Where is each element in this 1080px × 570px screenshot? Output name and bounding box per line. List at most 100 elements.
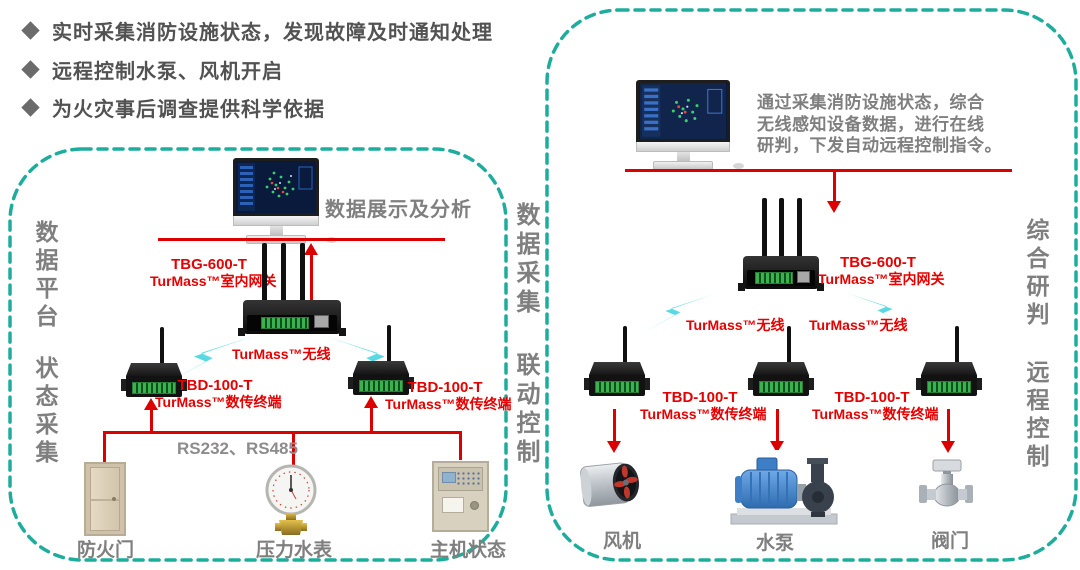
bullet-text-3: 为火灾事后调查提供科学依据 [52,99,325,121]
pump-image-card [723,450,845,532]
right-zone-border [545,8,1078,562]
right-down-arrowhead [827,201,841,213]
wireless-bolt-icon [168,336,254,382]
dashboard-screen [636,80,730,142]
fan-image [580,462,640,507]
terminal-base [126,376,182,397]
right-down-arrow-line [833,172,836,201]
panel-display-area [438,467,483,491]
terminal-block [132,382,176,394]
riser-line [150,408,153,433]
terminal-lid [126,363,182,376]
antenna-icon [797,198,802,256]
right-terminal-3 [916,326,982,396]
gateway-body [238,300,346,336]
gateway-terminal-block [755,272,793,284]
fire-door-image [84,462,126,536]
left-data-line [158,238,445,241]
antenna-icon [387,325,391,363]
terminal-lid [353,361,409,374]
dashboard-screen [233,158,319,216]
drop-line-pump [776,409,779,442]
right-wireless-label-right: TurMass™无线 [809,317,908,334]
mount-ear [584,378,589,390]
antenna-icon [787,326,791,364]
gateway-foot [817,283,824,291]
left-up-arrowhead [304,243,318,255]
left-monitor [233,158,337,244]
left-gateway-label: TBG-600-T TurMass™室内网关 [150,256,277,290]
gateway-foot [738,283,745,291]
middle-label-linkage-control: 联动控制 [512,352,539,468]
gateway-terminal-block [261,317,309,329]
middle-label-data-collect: 数据采集 [512,202,539,318]
terminal-lid [589,362,645,375]
terminal-block [759,381,803,393]
host-panel-image [432,461,489,532]
terminal-base [921,375,977,396]
gateway-foot [339,328,346,336]
panel-buttons [456,471,480,487]
mount-ear [809,378,814,390]
pressure-gauge-label: 压力水表 [256,540,333,561]
rs-bus-label: RS232、RS485 [177,439,298,458]
diamond-bullet-icon [21,98,40,117]
bullet-text-1: 实时采集消防设施状态，发现故障及时通知处理 [52,22,493,44]
riser-arrowhead [144,398,158,410]
terminal-lid [753,362,809,375]
left-monitor-caption: 数据展示及分析 [325,199,472,221]
valve-image [919,459,973,507]
mount-ear [348,377,353,389]
door-handle [112,496,116,501]
monitor-chin [636,142,730,152]
bullet-row-1: 实时采集消防设施状态，发现故障及时通知处理 [21,16,493,45]
right-side-label-remote-control: 远程控制 [1023,360,1049,472]
left-gateway-name: TurMass™室内网关 [150,273,277,289]
gateway-body [738,256,824,291]
mount-ear [977,378,982,390]
left-terminal-2 [348,325,414,395]
right-wireless-label-left: TurMass™无线 [686,317,785,334]
antenna-icon [281,243,286,301]
left-side-label-status-collect: 状态采集 [32,356,58,468]
left-gateway-model: TBG-600-T [171,256,247,273]
pressure-gauge-image [265,464,317,535]
terminal-block [927,381,971,393]
antenna-icon [262,243,267,301]
pump-label: 水泵 [756,533,795,554]
terminal-name: TurMass™数传终端 [385,396,512,412]
bus-drop-gauge [292,431,295,465]
dashboard-graphic [639,83,727,139]
right-side-label-analysis: 综合研判 [1023,218,1049,330]
terminal-block [359,380,403,392]
terminal-name: TurMass™数传终端 [812,406,939,422]
bus-drop-host [459,431,462,460]
antenna-icon [160,327,164,365]
right-gateway-label: TBG-600-T TurMass™室内网关 [818,254,945,288]
terminal-model: TBD-100-T [407,379,483,396]
pump-image [730,457,838,525]
left-zone-border [8,147,508,562]
panel-screen [442,472,456,483]
antenna-icon [955,326,959,364]
antenna-icon [300,243,305,301]
terminal-model: TBD-100-T [834,389,910,406]
host-status-label: 主机状态 [430,540,507,561]
mount-ear [748,378,753,390]
wireless-bolt-icon [645,294,713,332]
terminal-model: TBD-100-T [662,389,738,406]
wireless-text: TurMass™无线 [686,317,785,333]
right-gateway-model: TBG-600-T [840,254,916,271]
mount-ear [916,378,921,390]
antenna-icon [779,198,784,256]
dashboard-graphic [236,161,316,213]
wireless-bolt-icon [845,292,913,330]
riser-line [370,406,373,433]
left-side-label-data-platform: 数据平台 [32,220,58,332]
monitor-stand [676,152,690,161]
terminal-base [753,375,809,396]
left-terminal-1 [121,327,187,397]
terminal-base [589,375,645,396]
